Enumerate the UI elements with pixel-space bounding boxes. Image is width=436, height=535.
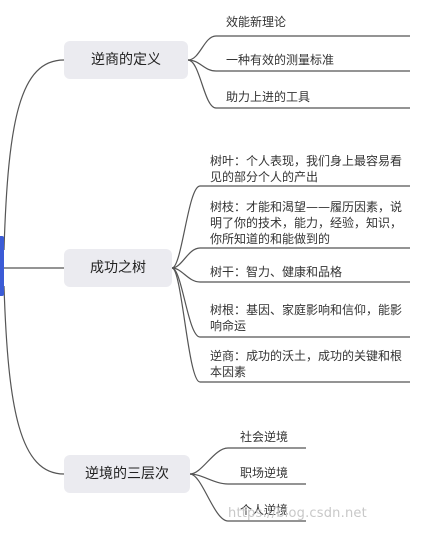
leaf-tree-aq[interactable]: 逆商：成功的沃土，成功的关键和根本因素 [210,349,403,379]
root-node-edge[interactable] [0,236,4,296]
leaf-tree-branches[interactable]: 树枝：才能和渴望——履历因素，说明了你的技术，能力，经验，知识，你所知道的和能做… [210,200,403,246]
leaf-definition-3[interactable]: 助力上进的工具 [226,90,311,104]
edge-adversity-1 [189,447,306,475]
edge-tree-5 [171,267,410,383]
leaf-tree-roots[interactable]: 树根：基因、家庭影响和信仰，能影响命运 [210,303,403,333]
edge-tree-3 [171,267,410,283]
edge-root-adversity [3,285,65,475]
edge-definition-3 [187,59,410,109]
edge-tree-4 [171,267,410,338]
topic-aq-definition[interactable]: 逆商的定义 [64,41,188,79]
edge-adversity-2 [189,473,306,485]
edge-definition-2 [187,59,410,72]
leaf-tree-leaves[interactable]: 树叶：个人表现，我们身上最容易看见的部分个人的产出 [210,154,403,184]
leaf-adversity-personal[interactable]: 个人逆境 [240,503,289,517]
leaf-definition-2[interactable]: 一种有效的测量标准 [226,53,335,67]
leaf-tree-trunk[interactable]: 树干：智力、健康和品格 [210,265,343,279]
leaf-definition-1[interactable]: 效能新理论 [226,15,287,29]
watermark: https://blog.csdn.net [228,506,367,521]
leaf-adversity-social[interactable]: 社会逆境 [240,430,289,444]
edge-adversity-3 [189,473,306,522]
topic-adversity-levels[interactable]: 逆境的三层次 [64,455,190,493]
topic-success-tree[interactable]: 成功之树 [64,249,172,287]
edge-root-definition [3,59,65,251]
edge-definition-1 [187,35,410,61]
edge-tree-1 [171,185,410,269]
edge-tree-2 [171,247,410,269]
leaf-adversity-workplace[interactable]: 职场逆境 [240,466,289,480]
